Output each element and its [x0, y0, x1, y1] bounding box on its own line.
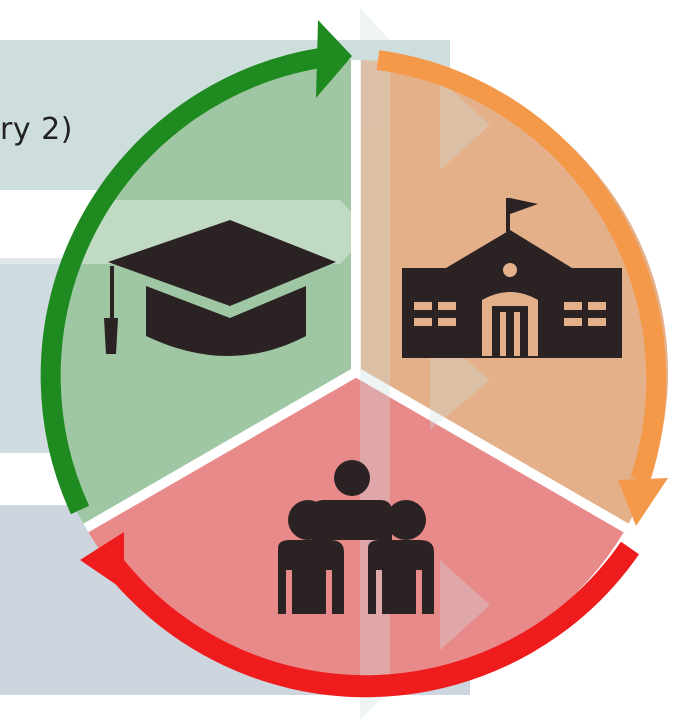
graduation-cap-icon [104, 220, 336, 356]
people-group-icon [278, 460, 434, 614]
red-arrow [101, 541, 640, 698]
orange-arrowhead [618, 478, 668, 526]
green-arrow [40, 48, 322, 515]
cycle-arrows [40, 48, 667, 698]
school-building-icon [402, 198, 622, 358]
banner-text: ry 2) [0, 112, 73, 147]
green-arrowhead [316, 20, 352, 98]
red-arrowhead [80, 532, 124, 590]
orange-arrow [376, 50, 667, 484]
